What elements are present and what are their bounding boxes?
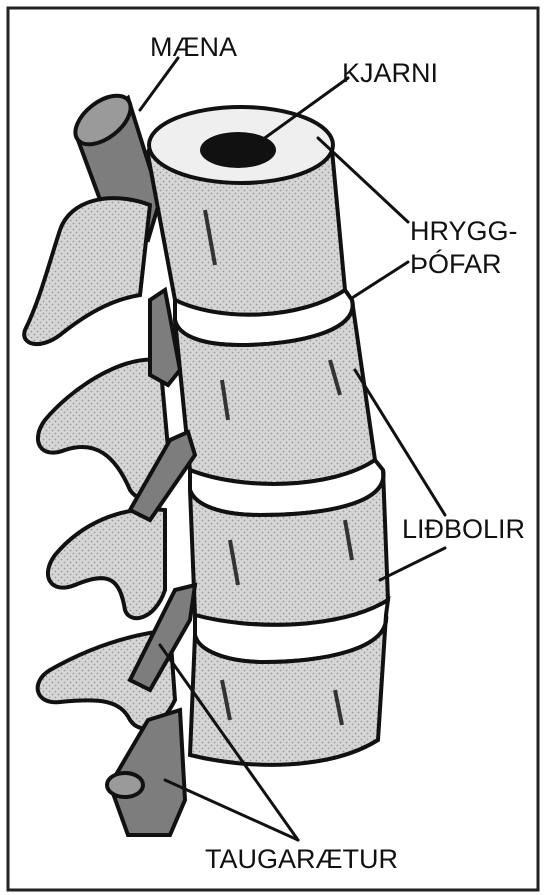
label-discs-line2: ÞÓFAR <box>410 248 502 279</box>
label-discs-line1: HRYGG- <box>410 216 518 246</box>
label-nerve-roots: TAUGARÆTUR <box>205 844 398 874</box>
label-nucleus: KJARNI <box>342 58 438 88</box>
label-vertebral-bodies: LIÐBOLIR <box>402 514 525 544</box>
label-spinal-cord: MÆNA <box>150 32 237 62</box>
